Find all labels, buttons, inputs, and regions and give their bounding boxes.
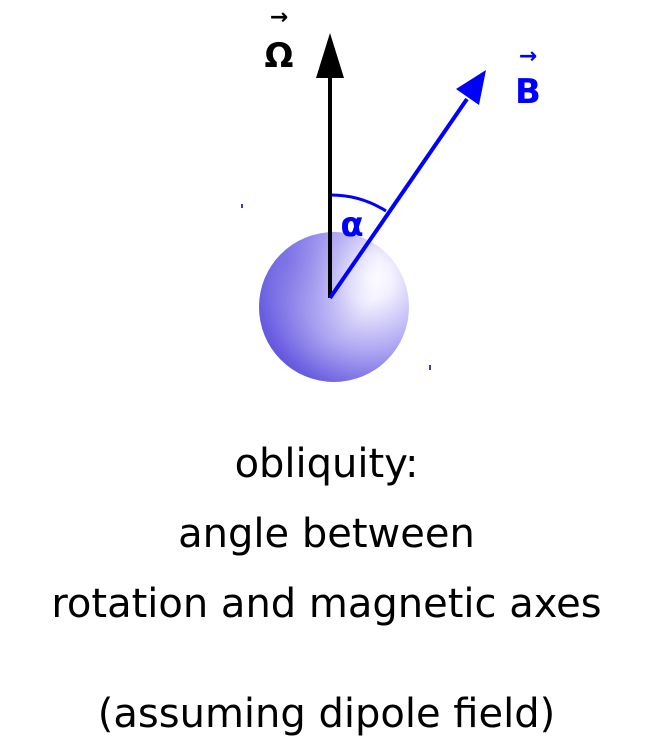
caption-line-3: rotation and magnetic axes [0, 581, 653, 627]
caption-line-2: angle between [0, 511, 653, 557]
svg-text:B: B [515, 72, 541, 112]
magnetic-axis-arrow [330, 70, 486, 298]
vector-arrow-accent-icon: → [270, 5, 288, 30]
neutron-star-sphere [259, 232, 409, 382]
obliquity-diagram: → Ω → B α [0, 0, 653, 430]
angle-label: α [340, 205, 363, 245]
vector-arrow-accent-icon: → [519, 44, 537, 69]
svg-text:Ω: Ω [265, 36, 294, 76]
rotation-axis-label: → Ω [265, 5, 294, 76]
caption-line-1: obliquity: [0, 441, 653, 487]
caption-note: (assuming dipole field) [0, 691, 653, 737]
magnetic-axis-label: → B [515, 44, 541, 112]
